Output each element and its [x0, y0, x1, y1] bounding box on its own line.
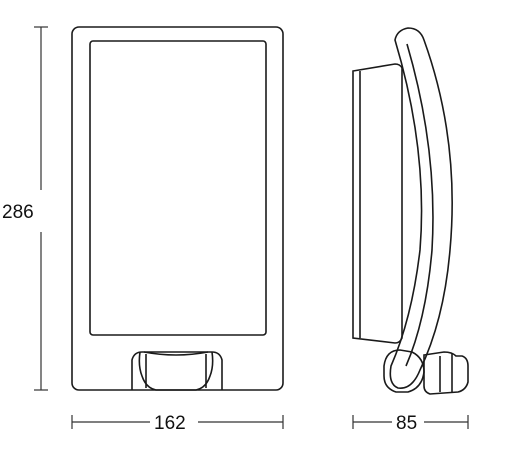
front-sensor-head [138, 351, 214, 391]
front-view [71, 26, 284, 391]
width-dimension-label: 162 [154, 413, 186, 434]
width-dimension [71, 415, 284, 429]
side-sensor-head [423, 351, 469, 395]
front-sensor-lens-line [143, 351, 209, 356]
depth-dimension-label: 85 [396, 413, 417, 434]
side-view [352, 27, 469, 395]
side-curved-body [389, 27, 453, 389]
side-body-contour [405, 43, 434, 367]
depth-dimension [352, 415, 469, 429]
front-light-panel [89, 40, 267, 336]
height-dimension [34, 26, 48, 391]
height-dimension-label: 286 [2, 202, 34, 223]
front-sensor-base [131, 351, 223, 390]
